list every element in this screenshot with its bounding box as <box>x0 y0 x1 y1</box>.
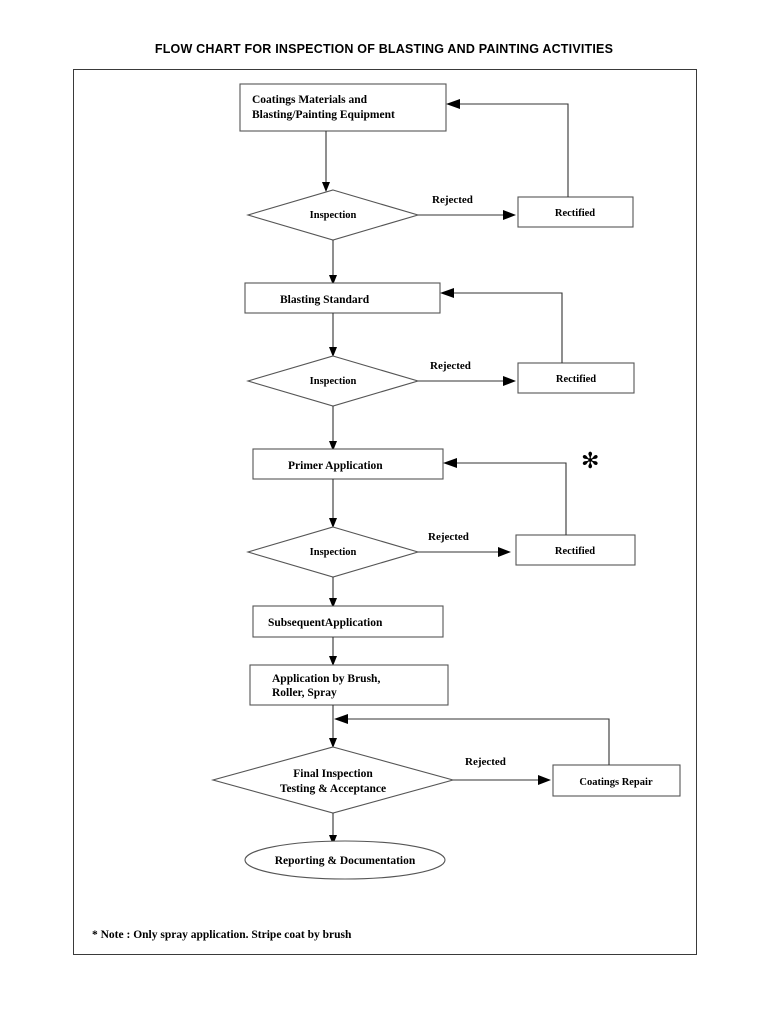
connector-inspection1-rejected: Rejected <box>418 194 516 220</box>
connector-coatings-repair-feedback <box>334 714 610 765</box>
page-title: FLOW CHART FOR INSPECTION OF BLASTING AN… <box>154 42 614 56</box>
node-inspection-3[interactable]: Inspection <box>246 526 420 578</box>
node-subsequent-application-label: SubsequentApplication <box>268 617 383 629</box>
node-rectified-3[interactable]: Rectified <box>515 534 636 566</box>
node-reporting-documentation-label: Reporting & Documentation <box>275 855 416 867</box>
node-coatings-materials-line1: Coatings Materials and <box>252 94 368 106</box>
node-final-inspection[interactable]: Final Inspection Testing & Acceptance <box>210 746 456 814</box>
connector-inspection3-to-subsequent <box>329 577 337 608</box>
connector-final-inspection-to-reporting <box>329 813 337 845</box>
connector-blasting-to-inspection2 <box>329 313 337 357</box>
node-final-inspection-line1: Final Inspection <box>293 768 373 780</box>
node-coatings-materials-line2: Blasting/Painting Equipment <box>252 109 395 121</box>
node-rectified-1-label: Rectified <box>555 208 595 219</box>
node-inspection-1[interactable]: Inspection <box>246 189 420 241</box>
connector-subsequent-to-application <box>329 637 337 666</box>
node-inspection-3-label: Inspection <box>310 547 357 558</box>
node-rectified-2[interactable]: Rectified <box>517 362 635 394</box>
edge-label-rejected-1: Rejected <box>432 194 473 206</box>
footnote-text: * Note : Only spray application. Stripe … <box>92 929 352 941</box>
node-inspection-2[interactable]: Inspection <box>246 355 420 407</box>
connector-rectified2-feedback <box>440 288 563 363</box>
node-primer-application-label: Primer Application <box>288 460 383 472</box>
connector-primer-to-inspection3 <box>329 479 337 528</box>
node-coatings-repair-label: Coatings Repair <box>579 777 653 788</box>
node-subsequent-application[interactable]: SubsequentApplication <box>252 605 444 638</box>
node-inspection-2-label: Inspection <box>310 376 357 387</box>
node-blasting-standard[interactable]: Blasting Standard <box>244 282 441 314</box>
node-application-by-brush-line1: Application by Brush, <box>272 673 380 685</box>
node-inspection-1-label: Inspection <box>310 210 357 221</box>
connector-application-to-final-inspection <box>329 705 337 748</box>
asterisk-marker: ✻ <box>581 448 599 473</box>
connector-rectified1-feedback <box>446 99 569 197</box>
node-coatings-materials[interactable]: Coatings Materials and Blasting/Painting… <box>239 83 447 132</box>
node-application-by-brush[interactable]: Application by Brush, Roller, Spray <box>249 664 449 706</box>
connector-inspection3-rejected: Rejected <box>418 531 511 557</box>
node-coatings-repair[interactable]: Coatings Repair <box>552 764 681 797</box>
node-reporting-documentation[interactable]: Reporting & Documentation <box>244 840 446 880</box>
connector-inspection2-to-primer <box>329 406 337 451</box>
node-primer-application[interactable]: Primer Application <box>252 448 444 480</box>
connector-final-inspection-rejected: Rejected <box>453 756 551 785</box>
edge-label-rejected-3: Rejected <box>428 531 469 543</box>
connector-inspection1-to-blasting <box>329 240 337 285</box>
connector-materials-to-inspection1 <box>322 131 330 192</box>
connector-inspection2-rejected: Rejected <box>418 360 516 386</box>
diagram-frame <box>73 69 697 955</box>
edge-label-rejected-2: Rejected <box>430 360 471 372</box>
connector-rectified3-feedback <box>443 458 567 535</box>
node-final-inspection-line2: Testing & Acceptance <box>280 783 386 795</box>
edge-label-rejected-4: Rejected <box>465 756 506 768</box>
node-application-by-brush-line2: Roller, Spray <box>272 687 337 699</box>
node-rectified-3-label: Rectified <box>555 546 595 557</box>
node-rectified-1[interactable]: Rectified <box>517 196 634 228</box>
node-blasting-standard-label: Blasting Standard <box>280 294 370 306</box>
node-rectified-2-label: Rectified <box>556 374 596 385</box>
